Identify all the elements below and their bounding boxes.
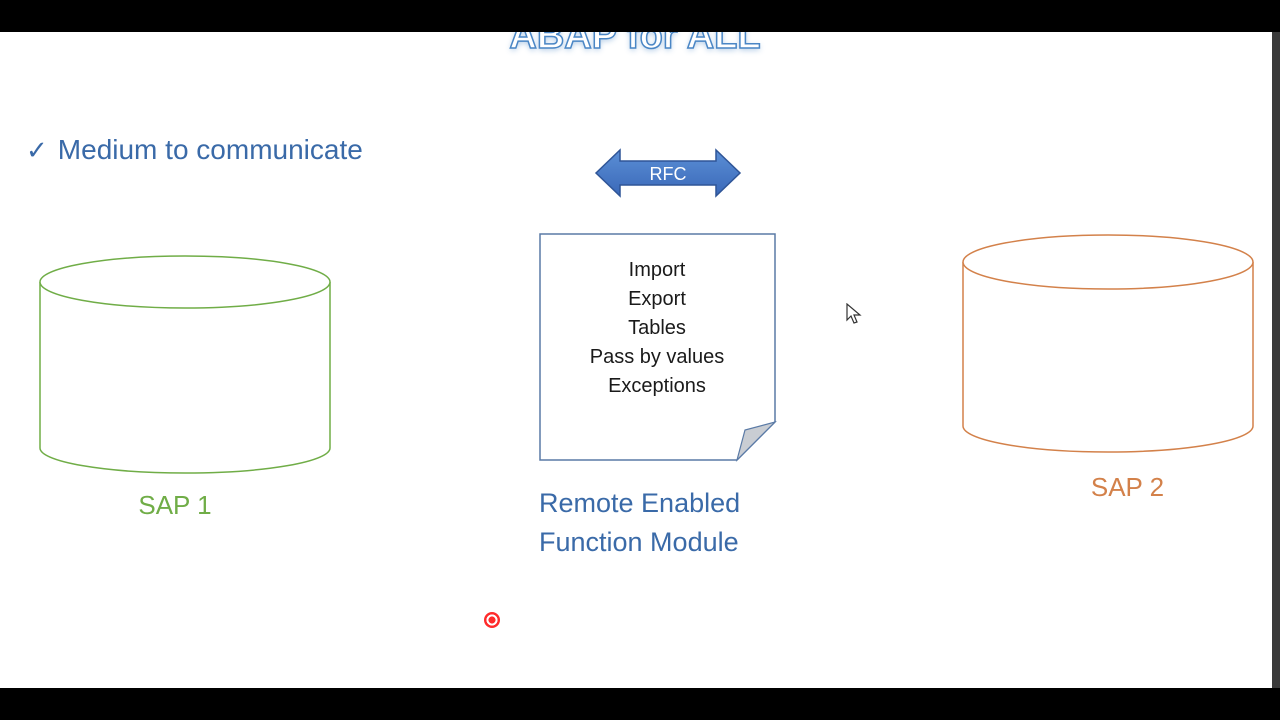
- right-edge-strip: [1272, 32, 1280, 688]
- bottom-letterbox-bar: [0, 688, 1280, 720]
- function-module-note: [539, 233, 778, 463]
- note-line-tables: Tables: [628, 317, 686, 339]
- sap2-label: SAP 2: [1090, 472, 1165, 502]
- note-text-list: Import Export Tables Pass by values Exce…: [540, 256, 774, 401]
- checkmark-icon: ✓: [26, 135, 48, 165]
- note-line-import: Import: [628, 259, 686, 281]
- bullet-text: Medium to communicate: [57, 134, 363, 165]
- remote-function-module-label: Remote Enabled Function Module: [539, 484, 799, 562]
- sap1-database-cylinder: [39, 255, 331, 474]
- rfc-double-arrow: [594, 148, 742, 198]
- mouse-pointer-icon: [846, 303, 862, 324]
- top-letterbox-bar: [0, 0, 1280, 32]
- diagram-canvas: [39, 148, 1254, 474]
- rfc-label: RFC: [649, 164, 687, 184]
- presentation-slide: ABAP for ALL ✓ Medium to communicate: [0, 32, 1280, 688]
- bullet-point: ✓ Medium to communicate: [26, 130, 363, 170]
- note-line-export: Export: [628, 288, 686, 310]
- module-label-line-2: Function Module: [539, 527, 739, 557]
- note-line-exceptions: Exceptions: [608, 375, 706, 397]
- sap2-database-cylinder: [962, 234, 1254, 453]
- note-line-pass-by-values: Pass by values: [589, 346, 725, 368]
- sap1-label: SAP 1: [138, 490, 212, 520]
- module-label-line-1: Remote Enabled: [539, 488, 741, 518]
- laser-pointer-icon: [484, 612, 500, 628]
- slide-title: ABAP for ALL: [509, 32, 762, 57]
